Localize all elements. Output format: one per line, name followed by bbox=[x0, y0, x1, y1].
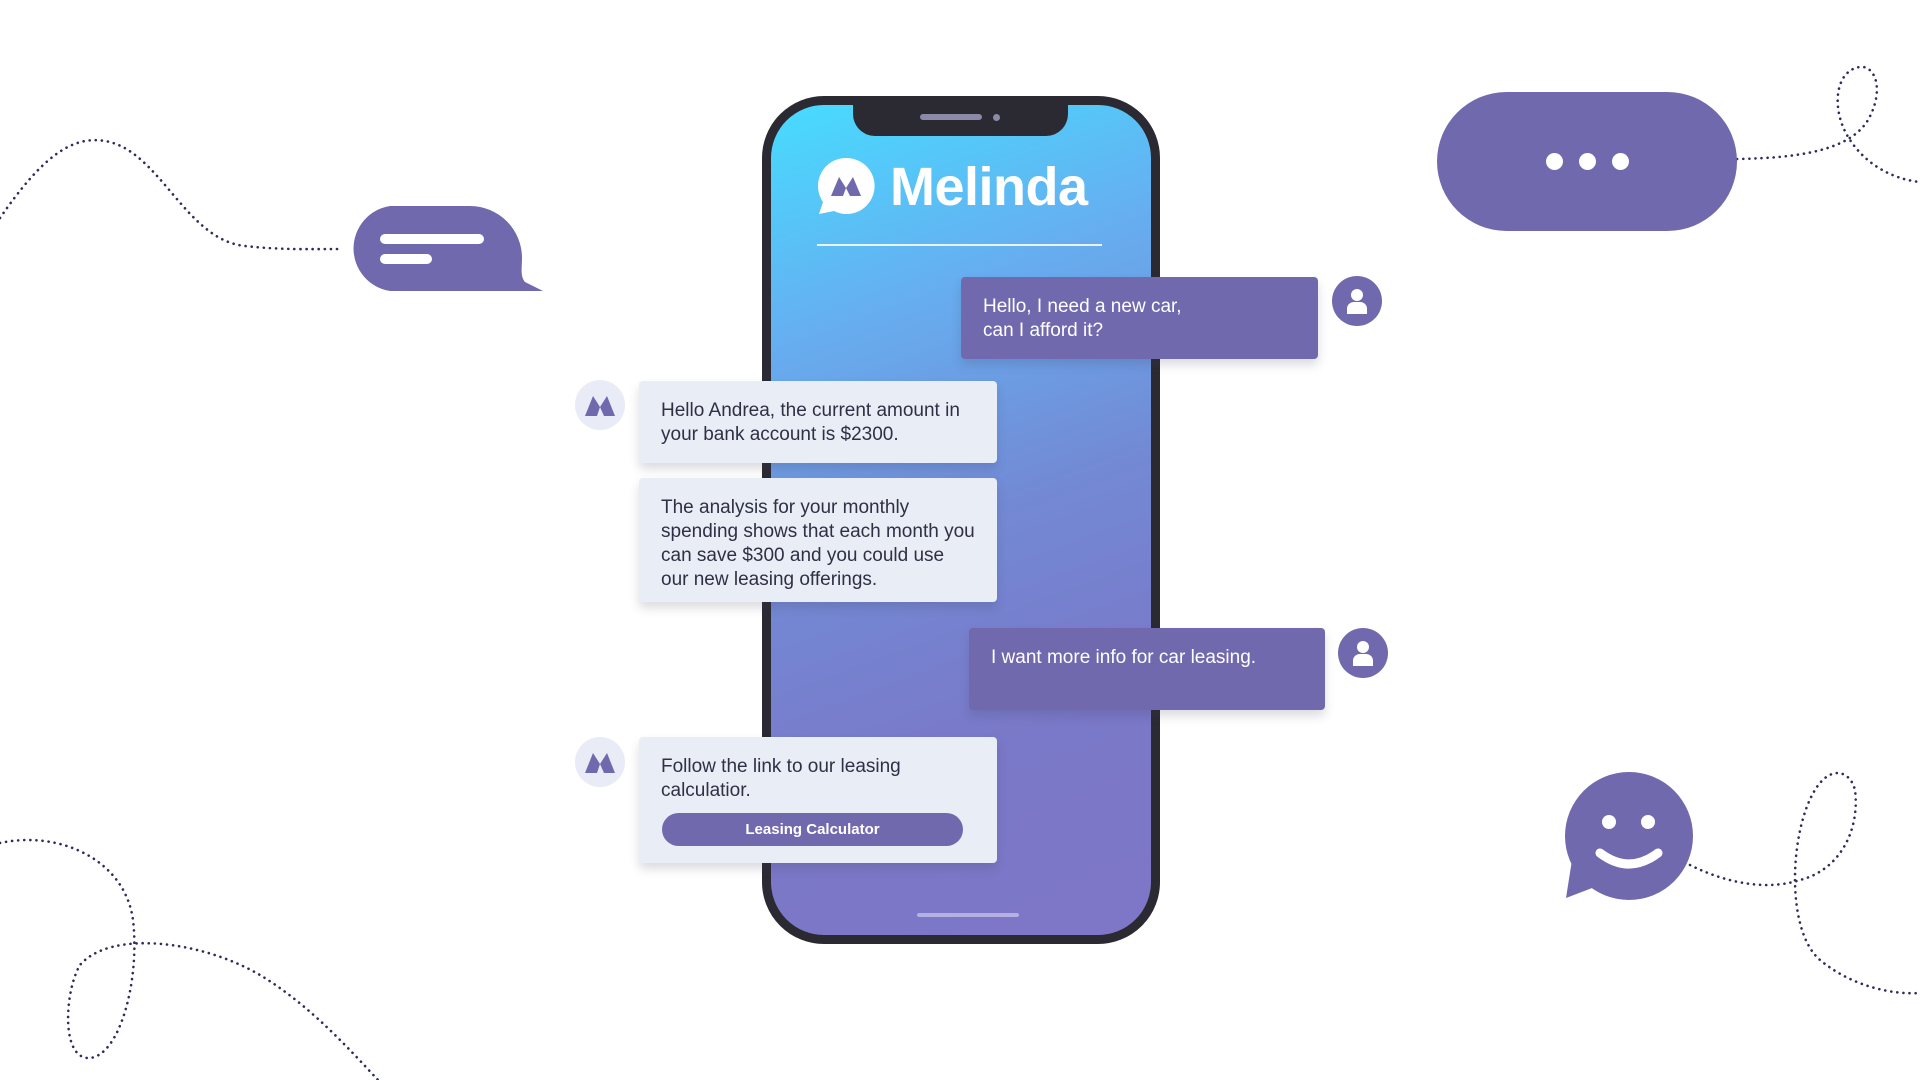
user-message: Hello, I need a new car, can I afford it… bbox=[961, 277, 1318, 359]
phone-speaker bbox=[920, 114, 982, 120]
typing-dot bbox=[1545, 153, 1563, 170]
typing-indicator-icon bbox=[1437, 92, 1737, 231]
phone-camera bbox=[993, 114, 1000, 121]
message-text: Follow the link to our leasing calculati… bbox=[661, 756, 901, 801]
home-indicator[interactable] bbox=[917, 913, 1019, 917]
user-message: I want more info for car leasing. bbox=[969, 628, 1325, 710]
bot-avatar bbox=[575, 737, 625, 787]
typing-dot bbox=[1578, 153, 1596, 170]
leasing-calculator-button[interactable]: Leasing Calculator bbox=[662, 813, 963, 846]
message-line: Hello, I need a new car, bbox=[983, 296, 1182, 317]
user-icon bbox=[1353, 641, 1373, 666]
bot-message: Hello Andrea, the current amount in your… bbox=[639, 381, 997, 463]
user-icon bbox=[1347, 289, 1367, 314]
smiley-chat-icon bbox=[1565, 772, 1693, 900]
dotted-curve-top-right bbox=[1735, 65, 1920, 184]
melinda-logo-icon bbox=[585, 753, 615, 773]
text-chat-icon bbox=[353, 206, 543, 291]
melinda-logo-icon bbox=[585, 396, 615, 416]
melinda-logo-icon bbox=[817, 157, 875, 214]
header-divider bbox=[817, 244, 1102, 246]
bot-message: The analysis for your monthly spending s… bbox=[639, 478, 997, 602]
user-avatar bbox=[1332, 276, 1382, 326]
dotted-curve-bottom-right bbox=[1688, 771, 1920, 995]
typing-dot bbox=[1611, 153, 1629, 170]
dotted-curve-top-left bbox=[0, 138, 341, 251]
app-title: Melinda bbox=[890, 157, 1088, 217]
message-line: can I afford it? bbox=[983, 320, 1104, 341]
bot-avatar bbox=[575, 380, 625, 430]
user-avatar bbox=[1338, 628, 1388, 678]
dotted-curve-bottom-left bbox=[0, 838, 380, 1080]
